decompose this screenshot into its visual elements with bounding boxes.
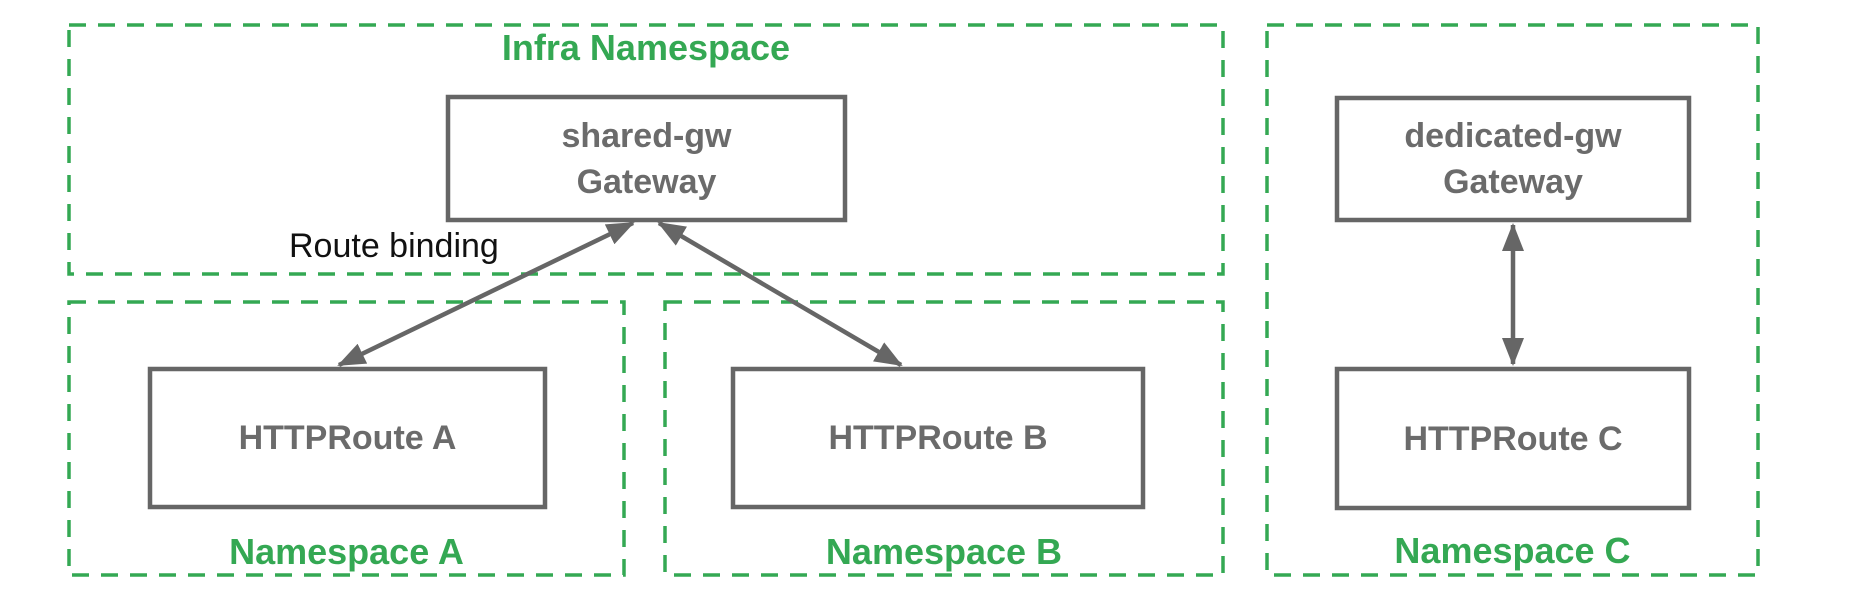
httproute-a-node <box>147 366 548 510</box>
namespace-b-boundary <box>663 300 1225 577</box>
dedicated-gw-type: Gateway <box>1443 163 1583 201</box>
namespace-b-title: Namespace B <box>825 531 1063 572</box>
httproute-c-name: HTTPRoute C <box>1403 419 1623 458</box>
route-binding-arrow-a <box>337 220 635 368</box>
httproute-b-node <box>730 366 1146 510</box>
shared-gw-gateway-node <box>445 94 848 223</box>
shared-gw-name: shared-gw <box>561 116 732 155</box>
shared-gw-type: Gateway <box>576 162 717 201</box>
route-binding-annotation: Route binding <box>289 227 499 265</box>
httproute-a-label: HTTPRoute A <box>150 369 545 507</box>
dedicated-gw-name: dedicated-gw <box>1404 117 1622 155</box>
namespace-c-title: Namespace C <box>1394 530 1631 571</box>
namespace-c-boundary <box>1265 23 1760 577</box>
infra-namespace-title: Infra Namespace <box>501 27 791 68</box>
httproute-a-name: HTTPRoute A <box>238 419 457 457</box>
dedicated-gw-gateway-label: dedicated-gw Gateway <box>1337 98 1689 220</box>
httproute-b-label: HTTPRoute B <box>733 369 1143 507</box>
httproute-c-label: HTTPRoute C <box>1337 369 1689 508</box>
namespace-a-title: Namespace A <box>229 531 464 572</box>
dedicated-gw-gateway-node <box>1334 95 1692 223</box>
shared-gw-gateway-label: shared-gw Gateway <box>448 97 845 220</box>
route-binding-arrow-b <box>657 221 903 367</box>
infra-namespace-boundary <box>67 23 1225 276</box>
httproute-c-node <box>1334 366 1692 511</box>
httproute-b-name: HTTPRoute B <box>828 419 1048 457</box>
